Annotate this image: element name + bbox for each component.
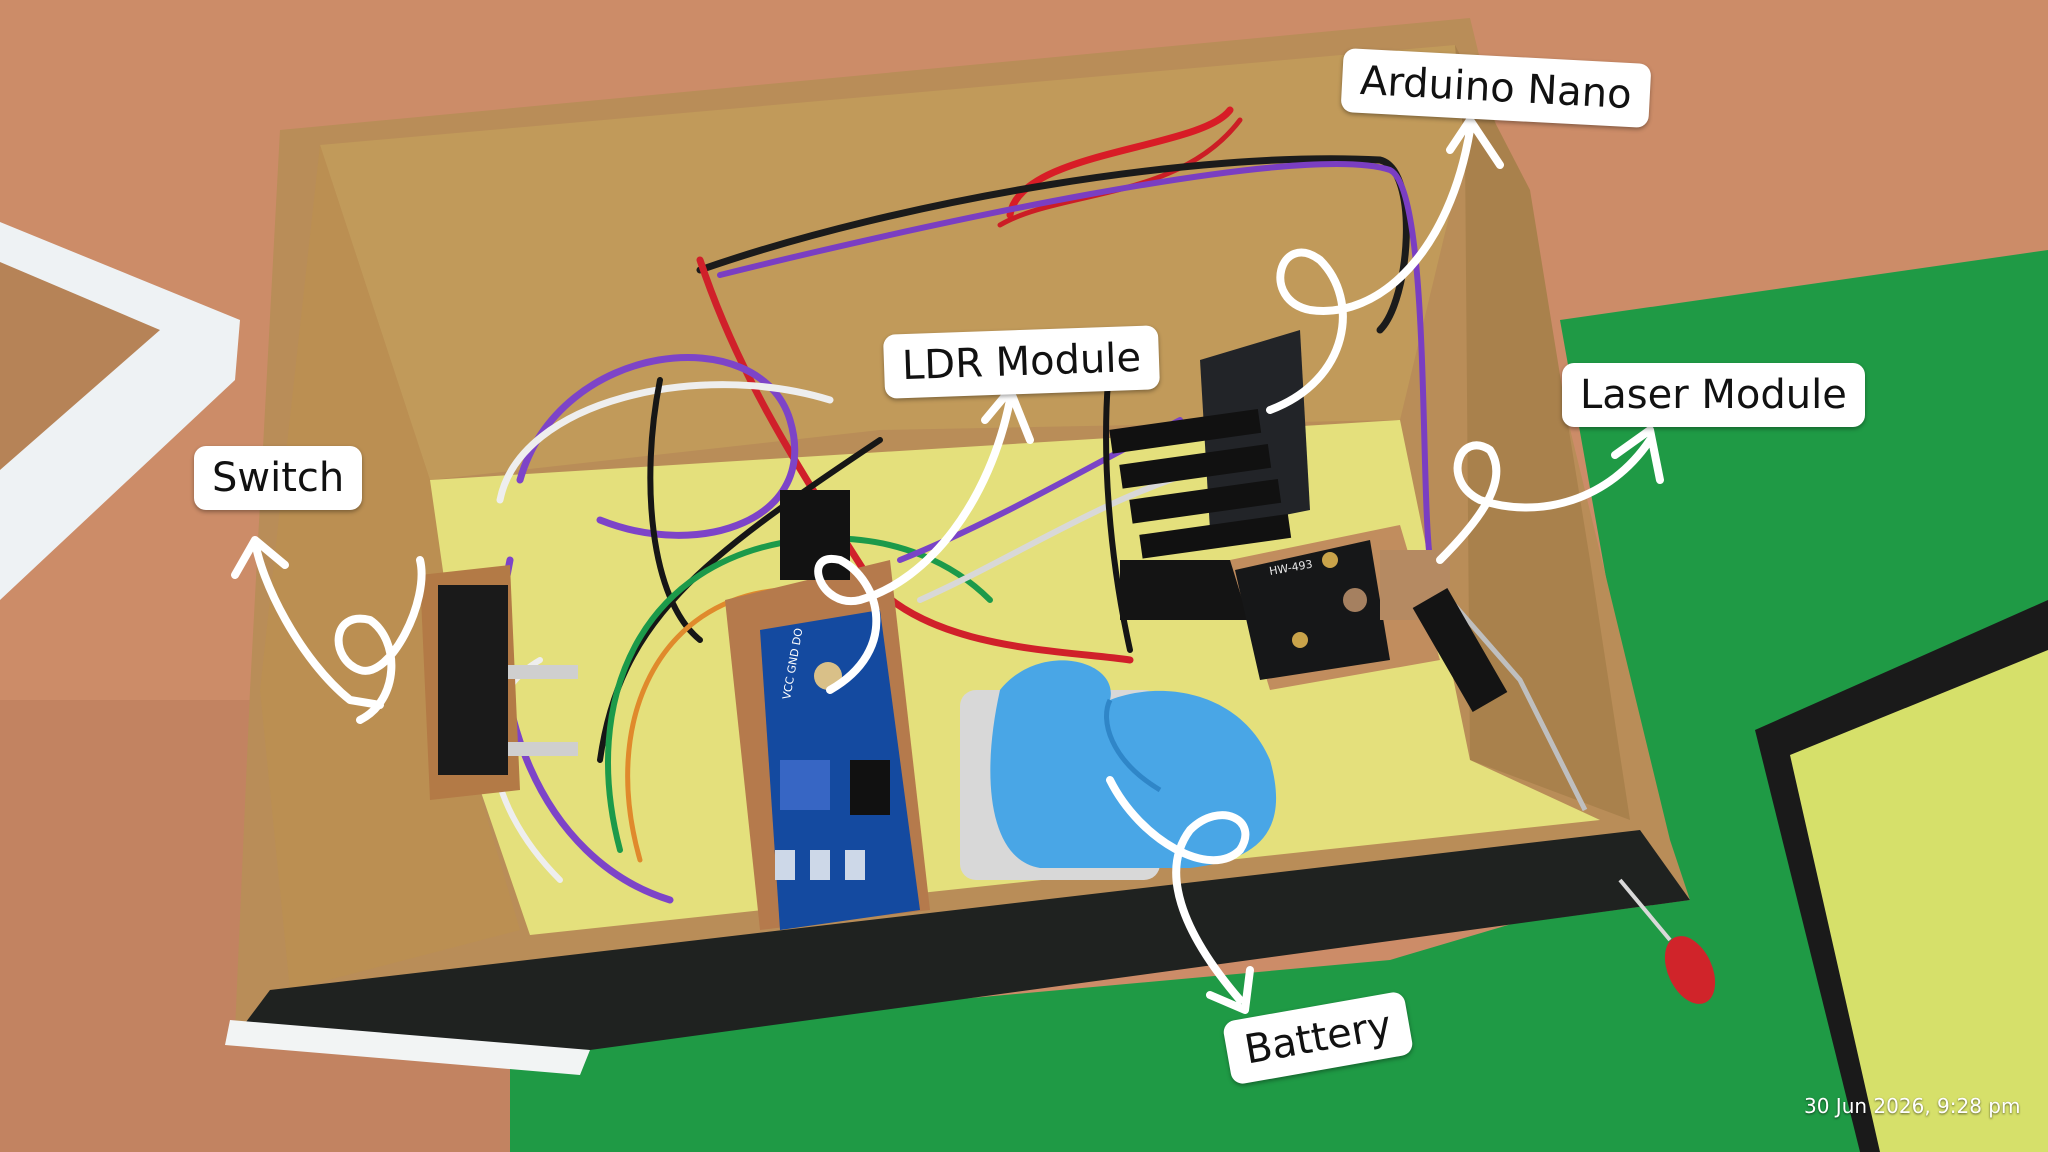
arrow-battery	[1106, 776, 1254, 1014]
label-ldr-module: LDR Module	[882, 325, 1161, 399]
arrow-arduino	[1266, 116, 1504, 414]
switch-component	[420, 565, 578, 800]
right-board-panel	[1790, 650, 2048, 1152]
green-mat	[510, 250, 2048, 1152]
arduino-nano	[1109, 330, 1310, 620]
box-inside-right	[1455, 45, 1630, 820]
box-front-wall	[240, 830, 1690, 1050]
annotation-arrows	[231, 116, 1664, 1014]
arrow-switch	[231, 536, 426, 724]
photo-timestamp: 30 Jun 2026, 9:28 pm	[1804, 1094, 2021, 1118]
arrow-laser	[1436, 426, 1664, 564]
led-assembly	[1412, 588, 1716, 1004]
box-front-tape	[225, 1020, 590, 1075]
ldr-module: VCC GND DO	[725, 490, 930, 930]
label-laser-module: Laser Module	[1562, 363, 1865, 427]
label-switch: Switch	[194, 446, 363, 510]
box-inside-back	[320, 45, 1465, 480]
red-led	[1664, 936, 1716, 1004]
left-board-wood	[0, 262, 160, 470]
